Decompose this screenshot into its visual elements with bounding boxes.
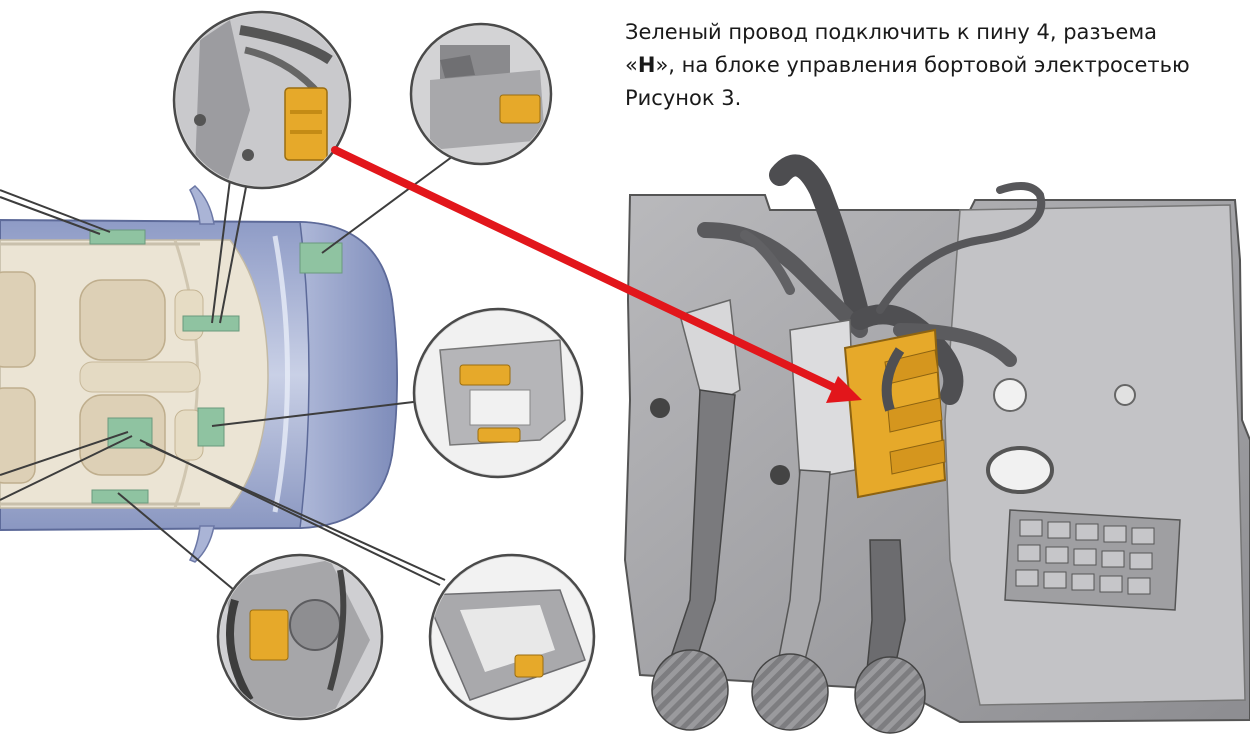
detail-circle-tray <box>425 555 595 720</box>
caption-line-2-rest: », на блоке управления бортовой электрос… <box>655 53 1189 77</box>
caption-connector-letter: Н <box>638 53 656 77</box>
detail-circle-engine-bay <box>411 24 552 165</box>
caption-line-1: Зеленый провод подключить к пину 4, разъ… <box>625 16 1250 49</box>
detail-circle-pedal-module <box>174 12 355 192</box>
onboard-power-control-unit <box>845 330 945 497</box>
caption-line-2: «Н», на блоке управления бортовой электр… <box>625 49 1250 82</box>
module-marker-pedal <box>198 408 224 446</box>
detail-circle-door <box>218 555 383 720</box>
caption-quote-open: « <box>625 53 638 77</box>
module-marker-rear-right <box>92 490 148 503</box>
module-marker-front-left <box>300 243 342 273</box>
module-marker-rear-left <box>90 230 145 244</box>
pedal-assembly-detail <box>625 165 1250 733</box>
relay-block <box>1005 510 1180 610</box>
module-marker-dash <box>183 316 239 331</box>
figure-caption: Зеленый провод подключить к пину 4, разъ… <box>625 16 1250 115</box>
caption-line-3: Рисунок 3. <box>625 82 1250 115</box>
detail-circle-bracket <box>414 309 584 480</box>
